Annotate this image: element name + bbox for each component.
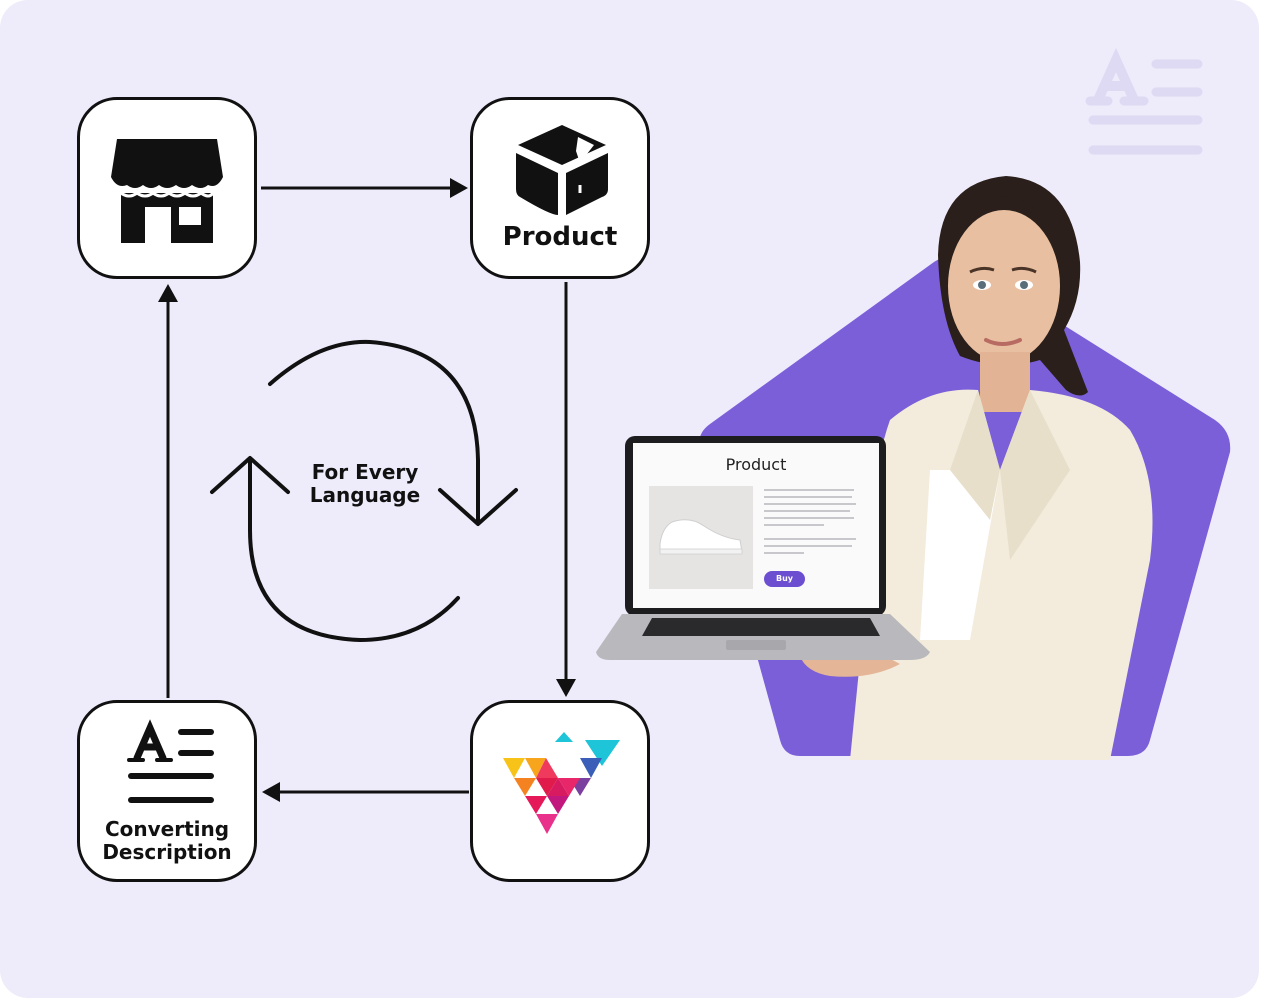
- colorful-v-logo-icon: [503, 732, 620, 834]
- arrow-right-head: [450, 178, 468, 198]
- cycle-label: For Every Language: [295, 461, 435, 507]
- arrow-left-head: [262, 782, 280, 802]
- converting-label-line2: Description: [102, 840, 232, 864]
- arrow-up-head: [158, 284, 178, 302]
- product-label: Product: [502, 222, 618, 252]
- cycle-label-line2: Language: [309, 483, 421, 507]
- laptop-screen-title: Product: [725, 455, 787, 474]
- store-node[interactable]: [77, 97, 257, 279]
- converting-description-node[interactable]: Converting Description: [77, 700, 257, 882]
- converting-label-line1: Converting: [104, 817, 230, 841]
- brand-logo-node[interactable]: [470, 700, 650, 882]
- storefront-icon: [111, 139, 223, 243]
- product-node[interactable]: Product: [470, 97, 650, 279]
- cycle-label-line1: For Every: [311, 460, 419, 484]
- arrow-down-head: [556, 679, 576, 697]
- laptop-buy-button[interactable]: Buy: [764, 571, 805, 587]
- package-box-icon: [516, 125, 608, 215]
- text-format-icon: [127, 719, 214, 803]
- converting-label: Converting Description: [80, 818, 254, 864]
